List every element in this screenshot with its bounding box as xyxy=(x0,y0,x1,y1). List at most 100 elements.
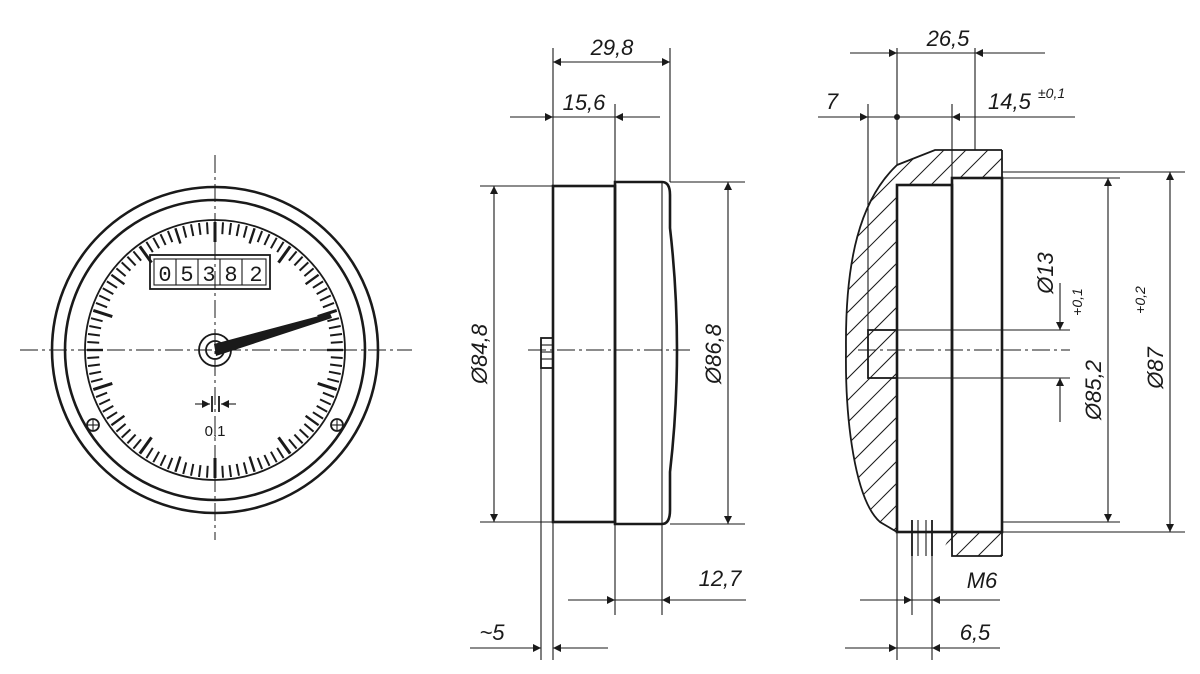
hatch-line xyxy=(845,150,1002,556)
inner-bezel-ring xyxy=(63,198,367,502)
dial-tick xyxy=(110,414,126,427)
dial-ticks xyxy=(87,222,343,478)
dim-housing: Ø87 xyxy=(1143,346,1168,389)
dim-bore: Ø13 xyxy=(1033,251,1058,294)
dial-tick xyxy=(87,341,100,344)
counter-digit-5: 2 xyxy=(249,263,262,288)
pointer-hub-inner xyxy=(205,340,225,360)
thread-m6 xyxy=(911,520,933,556)
hatch-line xyxy=(845,150,1002,556)
counter-digit-3: 3 xyxy=(202,263,215,288)
dial-tick xyxy=(293,256,304,267)
recess-section xyxy=(950,176,1004,534)
dial-tick xyxy=(235,224,240,237)
dial-tick xyxy=(330,356,343,359)
dial-tick xyxy=(256,230,264,243)
dim-bezel: 12,7 xyxy=(699,566,743,591)
dial-tick xyxy=(322,301,335,309)
pointer-hub xyxy=(198,333,232,367)
dial-tick xyxy=(95,391,108,399)
dial-tick xyxy=(235,463,240,476)
dial-tick xyxy=(152,237,160,249)
dial-tick xyxy=(206,222,209,235)
dim-front-part: 15,6 xyxy=(563,90,607,115)
dial-tick xyxy=(145,241,154,253)
reset-knob xyxy=(540,337,554,369)
dial-tick xyxy=(121,428,132,439)
dim-recess: 14,5 xyxy=(988,89,1032,114)
dial-tick xyxy=(92,381,113,392)
hatch-line xyxy=(845,150,863,556)
dial-tick xyxy=(90,317,103,323)
dial-tick xyxy=(304,273,320,286)
dial-tick xyxy=(276,447,285,459)
dial-tick xyxy=(115,267,127,277)
dial-tick xyxy=(126,433,137,444)
dial-tick xyxy=(145,447,154,459)
dial-tick xyxy=(138,436,153,455)
dial-tick xyxy=(174,456,182,473)
dial-tick xyxy=(190,463,195,476)
dial-tick xyxy=(98,398,111,406)
pointer-needle xyxy=(214,313,332,356)
dial-tick xyxy=(228,222,232,236)
rear-housing xyxy=(551,184,617,524)
dial-tick xyxy=(89,370,102,375)
dim-overall-depth: 29,8 xyxy=(590,35,635,60)
dim-thread: M6 xyxy=(967,568,998,593)
counter-window-frame xyxy=(149,254,271,290)
dial-tick xyxy=(327,317,340,323)
dial-tick xyxy=(221,465,224,478)
dial-tick xyxy=(327,377,340,383)
dial-tick xyxy=(319,398,332,406)
dial-tick xyxy=(182,225,188,238)
bore xyxy=(867,329,898,379)
dial-tick xyxy=(263,454,271,467)
dial-tick xyxy=(298,261,309,272)
panel-break-line xyxy=(845,164,898,533)
dial-tick xyxy=(206,465,209,478)
dial-tick xyxy=(126,256,137,267)
dial-tick xyxy=(102,287,114,295)
dial-tick xyxy=(132,250,142,262)
dial-tick xyxy=(288,438,298,450)
dial-tick xyxy=(87,333,101,337)
dial-tick xyxy=(198,464,202,478)
hatch-line xyxy=(845,150,1002,556)
dial-tick xyxy=(316,405,328,413)
dial-tick xyxy=(182,462,188,475)
section-view: 26,5 7 14,5 ±0,1 Ø13 Ø85,2 +0,1 Ø87 +0,2… xyxy=(818,26,1200,660)
dial-tick xyxy=(121,261,132,272)
dial-tick xyxy=(319,294,332,302)
hatch-line xyxy=(1066,100,1200,600)
dial-tick xyxy=(312,280,324,289)
dim-recess-tolerance: ±0,1 xyxy=(1038,85,1065,101)
dial-tick xyxy=(115,423,127,433)
dial-tick xyxy=(270,451,278,463)
dial-tick xyxy=(277,245,292,264)
dial-tick xyxy=(322,391,335,399)
dim-offset: 7 xyxy=(826,89,839,114)
front-bezel xyxy=(613,180,679,526)
dial-tick xyxy=(248,227,256,244)
dial-tick xyxy=(106,280,118,289)
dial-tick xyxy=(330,341,343,344)
dial-tick xyxy=(328,370,341,375)
dial-tick xyxy=(288,250,298,262)
dial-tick xyxy=(317,381,338,392)
dim-spigot-tolerance: +0,1 xyxy=(1069,288,1085,316)
dial-tick xyxy=(270,237,278,249)
outer-bezel-ring xyxy=(50,185,380,515)
dim-junction-dot xyxy=(894,114,900,120)
dial-tick xyxy=(328,325,341,330)
counter-digit-1: 0 xyxy=(158,263,171,288)
dial-tick xyxy=(263,233,271,246)
dial-tick xyxy=(293,433,304,444)
dim-thread-depth: 6,5 xyxy=(960,620,991,645)
screw-right-icon xyxy=(330,418,344,432)
dial-tick xyxy=(329,333,343,337)
dial-tick xyxy=(152,451,160,463)
dial-tick xyxy=(316,287,328,295)
side-view: 29,8 15,6 Ø84,8 Ø86,8 12,7 ~5 xyxy=(467,35,746,660)
